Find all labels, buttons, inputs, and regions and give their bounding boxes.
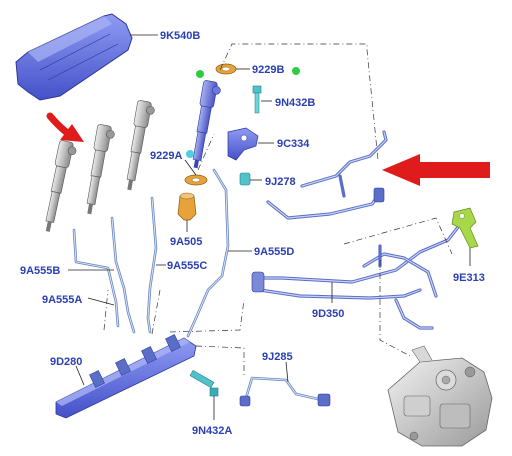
- pipe-a: [72, 228, 120, 328]
- pipe-d: [186, 168, 230, 338]
- washer-top: [215, 63, 250, 75]
- washer-mid: [184, 159, 208, 186]
- injector-3: [126, 100, 155, 191]
- pipe-c: [146, 196, 158, 334]
- label-cover: 9K540B: [160, 30, 200, 42]
- dashed-callout-right: [343, 217, 453, 357]
- red-arrow-right: [382, 154, 490, 186]
- dashed-rail-links: [103, 289, 245, 335]
- fitting-pipe: [239, 361, 331, 407]
- injector-highlighted: [192, 80, 221, 169]
- label-fitting: 9J285: [262, 351, 293, 363]
- label-fuel-rail: 9D280: [50, 356, 82, 368]
- dashed-rail-right: [195, 345, 245, 378]
- label-bolt-bottom: 9N432A: [192, 425, 232, 437]
- label-pipe-c: 9A555C: [167, 260, 207, 272]
- red-curved-arrow: [46, 112, 84, 142]
- label-pipe-d: 9A555D: [254, 246, 294, 258]
- bolt-bottom: [189, 369, 219, 420]
- label-washer-mid: 9229A: [150, 150, 182, 162]
- fuel-rail: [55, 334, 197, 419]
- label-bracket: 9E313: [453, 272, 485, 284]
- label-washer-top: 9229B: [252, 64, 284, 76]
- green-marker-left: [196, 70, 204, 78]
- nut: [239, 172, 262, 186]
- fuel-pump: [387, 345, 493, 447]
- label-seal: 9A505: [170, 236, 202, 248]
- label-bolt-top: 9N432B: [275, 97, 315, 109]
- seal: [177, 192, 197, 232]
- cyan-marker: [186, 150, 194, 158]
- label-clamp: 9C334: [277, 138, 310, 150]
- label-return-pipe: 9D350: [312, 308, 344, 320]
- clamp: [227, 127, 274, 161]
- label-pipe-b: 9A555B: [20, 265, 60, 277]
- green-marker-right: [292, 67, 300, 75]
- return-pipe-upper: [266, 130, 388, 220]
- pipe-b: [110, 216, 136, 334]
- label-pipe-a: 9A555A: [42, 294, 82, 306]
- engine-cover: [15, 13, 158, 101]
- bracket: [451, 207, 479, 266]
- injector-1: [45, 140, 77, 232]
- label-nut: 9J278: [265, 176, 296, 188]
- bolt-top: [252, 85, 272, 114]
- injector-2: [86, 124, 115, 215]
- return-pipe-lower: [251, 220, 464, 330]
